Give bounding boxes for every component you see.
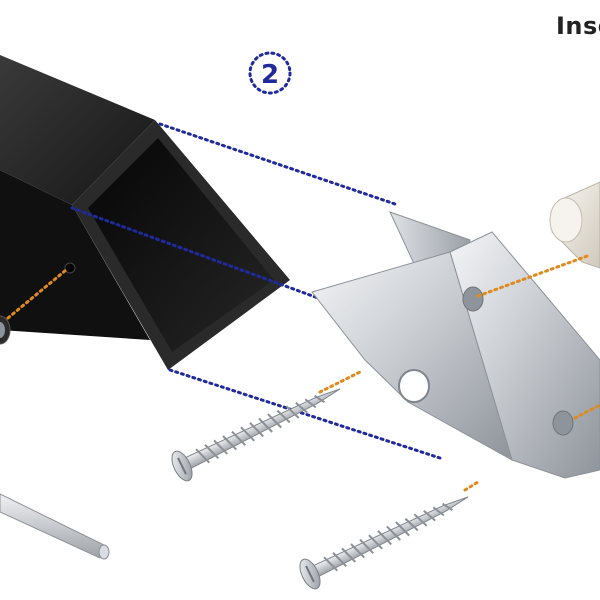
screw-shank (312, 496, 469, 578)
guide-line-tube-hole (6, 268, 68, 320)
bracket-front-flange (311, 251, 513, 462)
alignment-guides-orange (6, 253, 600, 492)
wood-screw-lower (299, 496, 469, 590)
bracket-hole-top (462, 286, 484, 312)
guide-line-right (573, 403, 600, 420)
phillips-slot-icon (177, 457, 187, 475)
tube-side-face (0, 170, 150, 340)
square-tube (0, 55, 290, 370)
screw-head-left (0, 315, 11, 345)
pin-rod (0, 493, 110, 560)
step-number: 2 (261, 60, 279, 90)
end-cap-plug (549, 181, 600, 269)
step-marker: 2 (248, 51, 292, 95)
guide-line-middle (70, 206, 320, 300)
tube-screw-hole (64, 262, 76, 274)
bracket-hole-front (398, 369, 430, 403)
bracket-hole-bottom (552, 410, 574, 436)
screw-thread (195, 394, 325, 464)
u-bracket (311, 211, 600, 479)
guide-line-screw-upper (318, 370, 362, 394)
guide-line-plug (476, 253, 592, 298)
guide-line-top (158, 122, 400, 207)
guide-line-bottom (168, 368, 442, 460)
screw-thread (323, 502, 453, 572)
tube-opening-inner (88, 138, 274, 352)
rod-end (98, 544, 110, 560)
guide-line-screw-lower (463, 480, 480, 492)
alignment-guides-blue (70, 122, 442, 460)
plug-tip (549, 197, 583, 243)
screw-shank (184, 388, 341, 470)
tube-top-face (0, 55, 155, 205)
caption-text: Inse (556, 12, 600, 40)
wood-screw-upper (171, 388, 341, 482)
rod-body (0, 493, 107, 559)
phillips-slot-icon (305, 565, 315, 583)
